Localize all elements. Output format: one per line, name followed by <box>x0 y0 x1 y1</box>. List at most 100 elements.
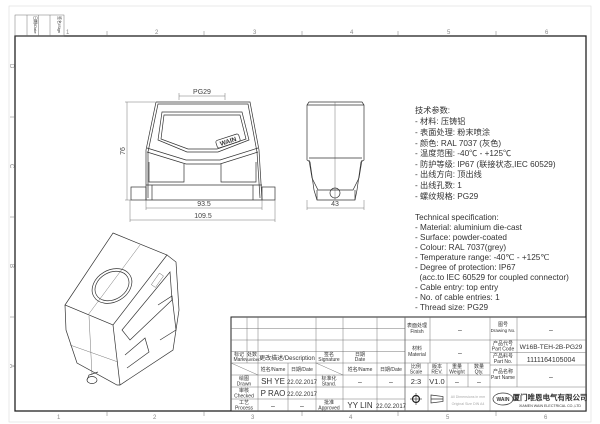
name-header: 姓名/Name <box>261 366 286 373</box>
checked-cn: 审核 <box>239 387 249 394</box>
part-code-label: Part Code <box>492 347 515 353</box>
outer-width-dimension-label: 109.5 <box>194 213 212 220</box>
spec-en-line: - No. of cable entries: 1 <box>415 293 500 302</box>
stand-date: – <box>389 379 393 386</box>
spec-en-line: - Colour: RAL 7037(grey) <box>415 243 506 252</box>
part-no-cn: 产品料号 <box>493 353 513 360</box>
drawing-no-cn: 图号 <box>498 322 508 328</box>
spec-chinese: 技术参数: - 材料: 压铸铝 - 表面处理: 粉末喷涂 - 颜色: RAL 7… <box>415 105 556 201</box>
part-name-label: Part Name <box>491 375 515 381</box>
zone-ticks <box>10 31 497 416</box>
zone-row-a: A <box>8 364 14 368</box>
zone-col-5: 5 <box>447 30 451 36</box>
checked-name: P RAO <box>261 389 286 398</box>
zone-col-3-bottom: 3 <box>251 415 255 421</box>
spec-en-line: - Cable entry: top entry <box>415 283 499 292</box>
company-logo: WAIN <box>492 392 514 406</box>
rev-label: REV. <box>431 370 442 376</box>
spec-en-line: (acc.to IEC 60529 for coupled connector) <box>415 273 569 282</box>
drawn-date: 22.02.2017 <box>287 380 318 386</box>
drawing-no-label: Drawing No. <box>491 328 516 333</box>
height-dimension-label: 76 <box>120 147 127 155</box>
approved-date: 22.02.2017 <box>376 404 407 410</box>
approved-label: Approved <box>318 406 340 412</box>
zone-col-6: 6 <box>545 30 549 36</box>
qty-value: – <box>477 379 481 386</box>
spec-english: Technical specification: - Material: alu… <box>415 213 569 312</box>
spec-en-title: Technical specification: <box>415 213 499 222</box>
company-name-en: XIAMEN WAIN ELECTRICAL CO.,LTD <box>519 404 581 408</box>
zone-col-2-bottom: 2 <box>153 415 157 421</box>
process-cn: 工艺 <box>239 400 249 406</box>
front-view: WAIN PG29 76 93.5 109.5 <box>120 89 276 222</box>
drawing-no-value: – <box>549 327 553 334</box>
zone-labels: 1 2 3 4 5 6 1 2 3 4 5 6 D C B A <box>8 30 549 421</box>
inner-width-dimension-label: 93.5 <box>197 201 211 208</box>
stand-label: Stand. <box>322 382 336 388</box>
drawn-cn: 绘图 <box>239 375 249 382</box>
part-no-label: Part No. <box>494 359 512 365</box>
scale-value: 2:3 <box>411 377 421 386</box>
date-label: Date <box>355 357 366 363</box>
zone-row-c: C <box>8 164 14 169</box>
first-angle-projection-icon <box>410 393 444 405</box>
zone-col-1-bottom: 1 <box>57 415 61 421</box>
spec-cn-line: - 温度范围: -40℃ - +125℃ <box>415 148 511 158</box>
stand-name: – <box>358 379 362 386</box>
spec-cn-line: - 出线孔数: 1 <box>415 180 462 190</box>
approved-name: YY LIN <box>347 401 372 410</box>
date-cn: 日期 <box>355 352 365 358</box>
spec-cn-line: - 材料: 压铸铝 <box>415 116 466 126</box>
number-cn: 处数 <box>247 351 257 358</box>
part-name-value: – <box>549 374 553 381</box>
company-name-cn: 厦门唯恩电气有限公司 <box>513 392 588 402</box>
spec-en-line: - Temperature range: -40℃ - +125℃ <box>415 253 550 262</box>
wain-logo-iso <box>151 272 164 288</box>
description-header: 更改描述/Description <box>259 354 315 362</box>
spec-cn-line: - 出线方向: 顶出线 <box>415 169 482 179</box>
spec-cn-title: 技术参数: <box>415 105 450 115</box>
process-date: – <box>300 403 304 410</box>
name-header-2: 姓名/Name <box>348 366 373 373</box>
process-label: Process <box>235 406 254 412</box>
zone-col-5-bottom: 5 <box>446 415 450 421</box>
spec-cn-line: - 颜色: RAL 7037 (灰色) <box>415 138 501 148</box>
dimensions-note: All Dimensions in mm <box>451 395 486 399</box>
sheet-outer-border <box>8 5 592 423</box>
zone-row-d: D <box>8 64 14 69</box>
rev-cn: 版本 <box>432 363 442 370</box>
zone-col-2: 2 <box>155 30 159 36</box>
drawn-name: SH YE <box>261 377 285 386</box>
part-name-cn: 产品名称 <box>493 368 513 375</box>
weight-label: Weight <box>449 370 465 376</box>
part-code-value: W16B-TEH-2B-PG29 <box>520 344 583 351</box>
checked-label: Checked <box>234 394 254 400</box>
finish-cn: 表面处理 <box>407 322 427 329</box>
signature-label: Signature <box>318 357 340 363</box>
zone-col-1: 1 <box>66 30 70 36</box>
isometric-view <box>64 232 180 386</box>
checked-date: 22.02.2017 <box>287 392 318 398</box>
spec-cn-line: - 螺纹规格: PG29 <box>415 191 479 201</box>
zone-col-4-bottom: 4 <box>349 415 353 421</box>
zone-col-4: 4 <box>350 30 354 36</box>
material-label: Material <box>408 352 426 358</box>
mark-label: Mark <box>233 357 245 363</box>
material-value: – <box>458 350 462 357</box>
company-logo-text: WAIN <box>496 397 509 403</box>
original-size-note: Original Size DIN A4 <box>452 402 485 406</box>
date-header: 日期/Date <box>291 367 313 373</box>
corner-strip: 日期/Date 签名/Sign <box>14 14 65 37</box>
weight-value: – <box>455 379 459 386</box>
spec-cn-line: - 防护等级: IP67 (联接状态,IEC 60529) <box>415 159 556 169</box>
wain-logo-front: WAIN <box>215 133 241 149</box>
mark-cn: 标记 <box>234 351 244 358</box>
spec-cn-line: - 表面处理: 粉末喷涂 <box>415 127 490 137</box>
stand-cn: 标准化 <box>321 375 336 382</box>
signature-cn: 签名 <box>324 351 334 358</box>
weight-cn: 重量 <box>452 363 462 370</box>
qty-label: Qty. <box>475 370 484 376</box>
corner-date-label: 日期/Date <box>33 16 39 34</box>
process-name: – <box>271 403 275 410</box>
corner-sign-label: 签名/Sign <box>57 16 63 33</box>
